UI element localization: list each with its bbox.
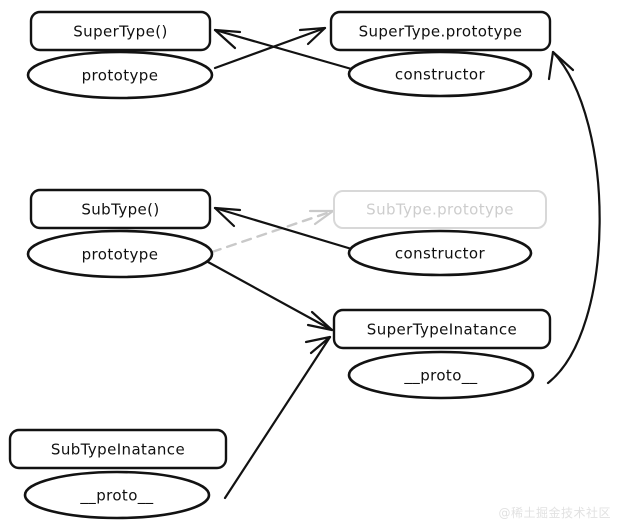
subtype-instance-label: SubTypeInatance xyxy=(51,441,185,459)
supertype-instance-label: SuperTypeInatance xyxy=(367,321,517,339)
supertype-prototype-prop-ellipse[interactable] xyxy=(26,50,214,100)
node-subtype-instance[interactable]: SubTypeInatance xyxy=(8,428,228,470)
node-subtype-fn[interactable]: SubType() xyxy=(29,188,212,230)
subtype-constructor-prop-label: constructor xyxy=(395,245,486,263)
supertype-prototype-box[interactable] xyxy=(329,10,552,52)
node-subtype-instance-proto-prop[interactable]: __proto__ xyxy=(23,470,211,520)
node-supertype-fn[interactable]: SuperType() xyxy=(29,10,212,52)
edge-subtype-instance-proto-to-supertype-instance xyxy=(223,335,332,500)
node-supertype-instance[interactable]: SuperTypeInatance xyxy=(332,308,552,350)
edge-supertype-prototype-to-supertype-prototype-box xyxy=(213,26,327,70)
node-subtype-prototype-prop[interactable]: prototype xyxy=(26,229,214,279)
subtype-prototype-prop-ellipse[interactable] xyxy=(26,229,214,279)
supertype-prototype-label: SuperType.prototype xyxy=(359,23,523,41)
supertype-prototype-prop-label: prototype xyxy=(82,67,159,85)
subtype-prototype-label: SubType.prototype xyxy=(366,201,514,219)
subtype-constructor-prop-ellipse[interactable] xyxy=(347,229,533,277)
supertype-constructor-prop-label: constructor xyxy=(395,66,486,84)
node-subtype-prototype[interactable]: SubType.prototype xyxy=(333,190,547,229)
subtype-fn-box[interactable] xyxy=(29,188,212,230)
edge-subtype-prototype-to-subtype-prototype-box xyxy=(210,209,335,254)
supertype-constructor-prop-ellipse[interactable] xyxy=(347,50,533,98)
supertype-fn-box[interactable] xyxy=(29,10,212,52)
subtype-instance-proto-prop-ellipse[interactable] xyxy=(23,470,211,520)
edge-supertype-instance-proto-to-supertype-prototype xyxy=(546,50,601,385)
edge-subtype-prototype-to-supertype-instance xyxy=(206,260,334,332)
supertype-instance-box[interactable] xyxy=(332,308,552,350)
subtype-prototype-box[interactable] xyxy=(333,190,547,229)
node-supertype-prototype[interactable]: SuperType.prototype xyxy=(329,10,552,52)
supertype-instance-proto-prop-label: __proto__ xyxy=(403,367,477,386)
node-supertype-prototype-prop[interactable]: prototype xyxy=(26,50,214,100)
edge-subtype-constructor-to-subtype-fn xyxy=(213,206,357,252)
subtype-instance-proto-prop-label: __proto__ xyxy=(79,487,153,506)
node-subtype-constructor-prop[interactable]: constructor xyxy=(347,229,533,277)
edge-supertype-constructor-to-supertype-fn xyxy=(213,28,357,72)
subtype-instance-box[interactable] xyxy=(8,428,228,470)
subtype-fn-label: SubType() xyxy=(81,201,159,219)
subtype-prototype-prop-label: prototype xyxy=(82,246,159,264)
node-supertype-constructor-prop[interactable]: constructor xyxy=(347,50,533,98)
supertype-fn-label: SuperType() xyxy=(73,23,168,41)
node-supertype-instance-proto-prop[interactable]: __proto__ xyxy=(347,350,535,400)
supertype-instance-proto-prop-ellipse[interactable] xyxy=(347,350,535,400)
watermark: @稀土掘金技术社区 xyxy=(498,506,611,520)
